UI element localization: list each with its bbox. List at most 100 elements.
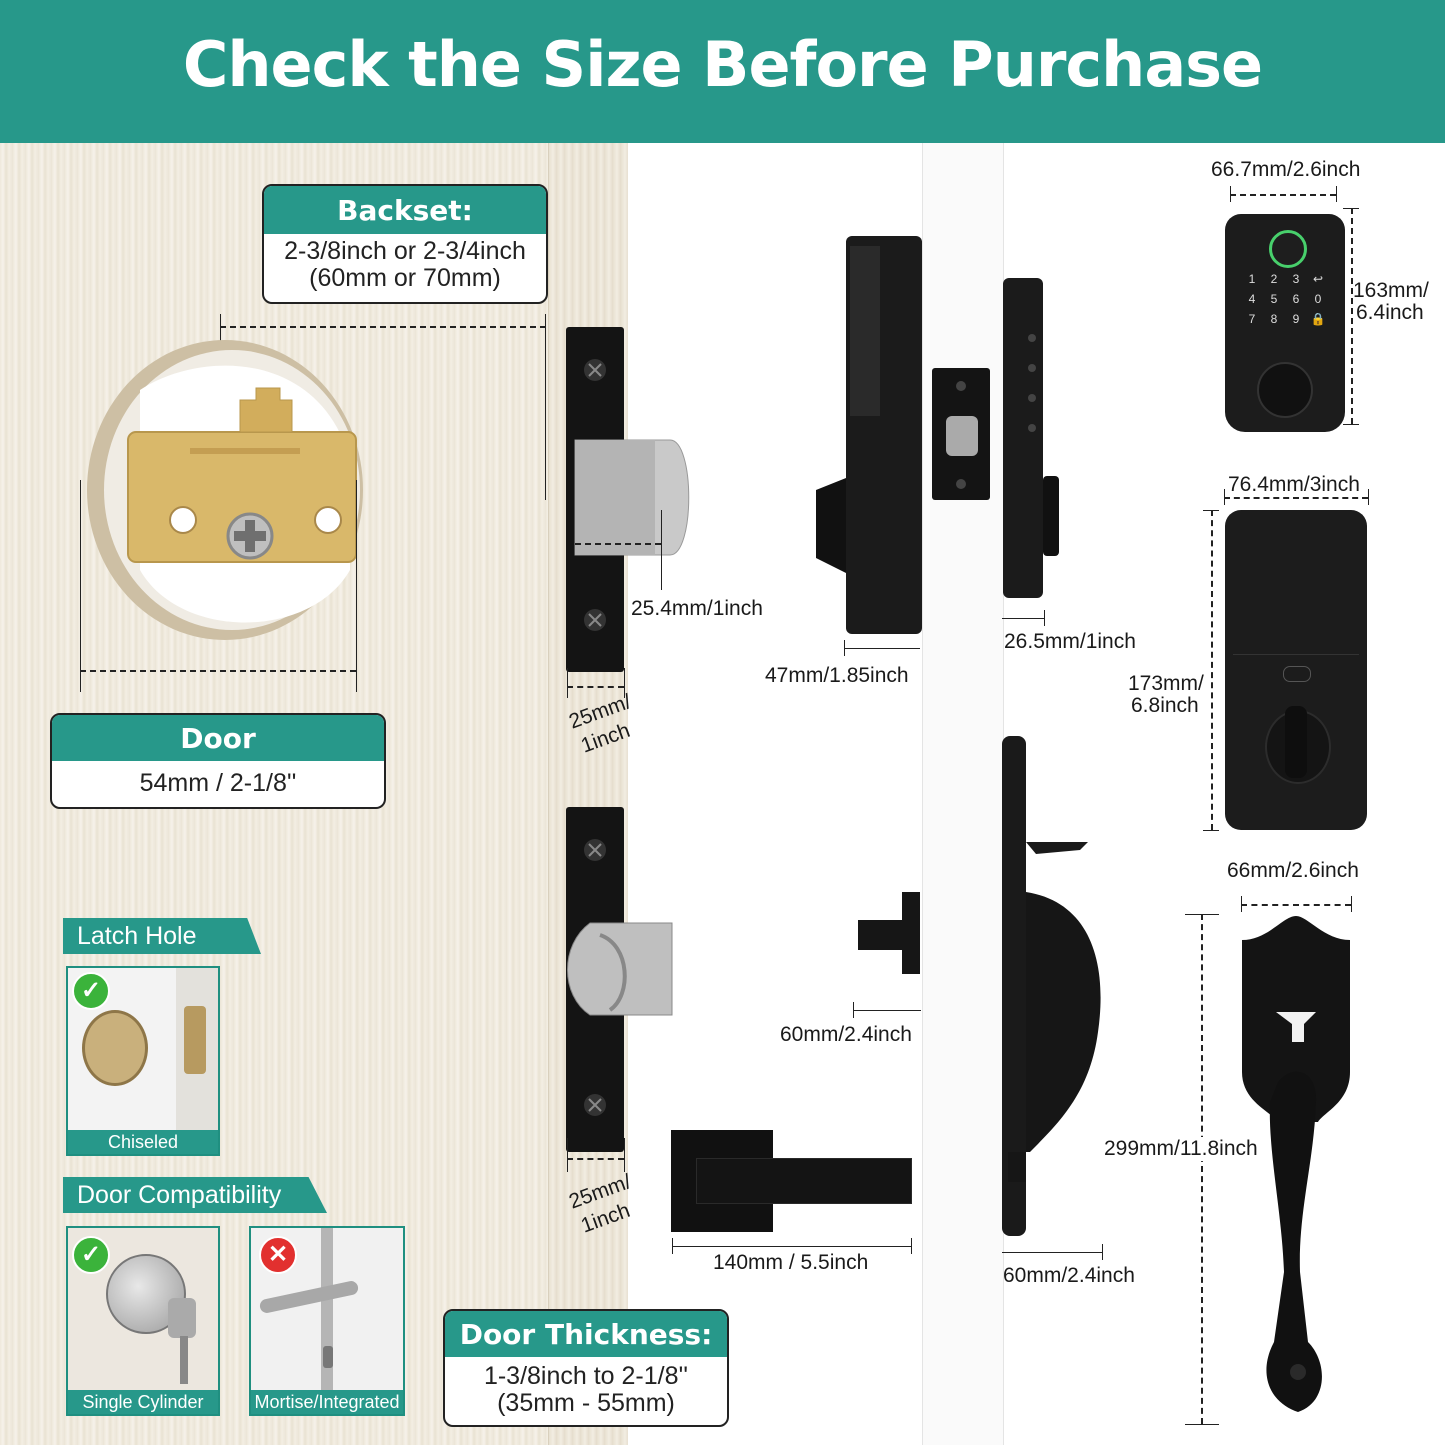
- keypad-height-tick-top: [1343, 208, 1359, 209]
- exterior-depth-line: [1002, 618, 1044, 619]
- door-thickness-line2: (35mm - 55mm): [497, 1389, 675, 1417]
- key-7[interactable]: 7: [1248, 312, 1256, 326]
- exterior-depth-label: 26.5mm/1inch: [1004, 630, 1136, 653]
- interior-height-label-1: 173mm/: [1128, 672, 1204, 695]
- handle-width-line: [1241, 904, 1351, 906]
- interior-depth-label: 47mm/1.85inch: [765, 664, 909, 687]
- bolt-tick: [661, 510, 662, 590]
- mortise-lever: [258, 1279, 360, 1315]
- interior-width-tick-left: [1224, 489, 1225, 505]
- hole-dim-line: [80, 670, 356, 672]
- knob-cylinder: [168, 1298, 196, 1338]
- plate2-tick-left: [567, 1138, 568, 1172]
- handle-side-view: [858, 736, 1101, 1236]
- backset-dim-line: [220, 326, 546, 328]
- lever-depth-label: 60mm/2.4inch: [780, 1023, 912, 1046]
- handle-height-label: 299mm/11.8inch: [1104, 1137, 1258, 1161]
- interior-height-tick-top: [1203, 510, 1219, 511]
- backset-line1: 2-3/8inch or 2-3/4inch: [284, 237, 526, 265]
- exterior-depth-tick: [1044, 610, 1045, 626]
- fingerprint-icon: [1269, 230, 1307, 268]
- battery-switch: [1283, 666, 1311, 682]
- mortise-caption: Mortise/Integrated: [251, 1390, 403, 1414]
- handle-width-tick-right: [1351, 896, 1352, 912]
- key-9[interactable]: 9: [1292, 312, 1300, 326]
- door-hole-title: Door Hole(Diameter):: [52, 715, 384, 803]
- interior-width-label: 76.4mm/3inch: [1228, 473, 1360, 496]
- plate1-tick-right: [624, 668, 625, 698]
- interior-height-label-2: 6.8inch: [1131, 694, 1199, 717]
- keypad-width-line: [1230, 194, 1336, 196]
- key-0[interactable]: 0: [1314, 292, 1322, 306]
- x-icon: ✕: [259, 1236, 297, 1274]
- keypad-width-tick-left: [1230, 186, 1231, 202]
- keypad-height-tick-bottom: [1343, 424, 1359, 425]
- header-banner: [0, 0, 1445, 143]
- interior-unit: [1225, 510, 1367, 830]
- backset-tick-right: [545, 314, 546, 500]
- door-cross-section: [922, 143, 1004, 1445]
- single-cylinder-thumb: ✓ Single Cylinder: [66, 1226, 220, 1416]
- backset-title: Backset:: [264, 186, 546, 234]
- plate1-dim-line: [567, 686, 624, 688]
- page-title: Check the Size Before Purchase: [182, 28, 1263, 101]
- key-back[interactable]: ↩: [1312, 272, 1324, 286]
- deadbolt-side-view: [816, 236, 1059, 634]
- keypad-device: 1 2 3 ↩ 4 5 6 0 7 8 9 🔒: [1225, 214, 1345, 432]
- mortise-keyhole: [323, 1346, 333, 1368]
- plate2-tick-right: [624, 1138, 625, 1172]
- handle-front: [1242, 916, 1350, 1412]
- latch-slot: [184, 1006, 206, 1074]
- bore-hole: [82, 1010, 148, 1086]
- handle-depth-tick: [1102, 1244, 1103, 1260]
- key-5[interactable]: 5: [1270, 292, 1278, 306]
- latch-hole-tag: Latch Hole: [63, 918, 261, 954]
- door-hole-card: Door Hole(Diameter): 54mm / 2-1/8'': [50, 713, 386, 809]
- backset-card: Backset: 2-3/8inch or 2-3/4inch (60mm or…: [262, 184, 548, 304]
- interior-height-line: [1211, 510, 1213, 830]
- door-hole-illustration: [87, 340, 363, 640]
- keypad-height-line: [1351, 208, 1353, 424]
- spring-latch: [566, 807, 673, 1152]
- lever-handle[interactable]: [696, 1158, 912, 1204]
- check-icon-2: ✓: [72, 1236, 110, 1274]
- interior-width-line: [1224, 497, 1368, 499]
- lever-depth-line: [853, 1010, 921, 1011]
- interior-depth-line: [844, 648, 920, 649]
- keypad-width-tick-right: [1336, 186, 1337, 202]
- key-8[interactable]: 8: [1270, 312, 1278, 326]
- interior-depth-tick: [844, 640, 845, 656]
- keyhole-cylinder: [1257, 362, 1313, 418]
- handle-width-label: 66mm/2.6inch: [1227, 859, 1359, 882]
- interior-width-tick-right: [1368, 489, 1369, 505]
- key-lock[interactable]: 🔒: [1310, 312, 1326, 326]
- keypad-width-label: 66.7mm/2.6inch: [1211, 158, 1361, 181]
- plate1-tick-left: [567, 668, 568, 698]
- key-4[interactable]: 4: [1248, 292, 1256, 306]
- deadbolt-latch: [566, 327, 690, 672]
- key-1[interactable]: 1: [1248, 272, 1256, 286]
- handle-width-tick-left: [1241, 896, 1242, 912]
- single-cylinder-caption: Single Cylinder: [68, 1390, 218, 1414]
- bolt-dim-line: [575, 543, 661, 545]
- handle-depth-label: 60mm/2.4inch: [1003, 1264, 1135, 1287]
- backset-line2: (60mm or 70mm): [309, 264, 501, 292]
- lever-length-label: 140mm / 5.5inch: [713, 1251, 869, 1274]
- lever-depth-tick: [853, 1002, 854, 1018]
- lever-length-tick-left: [672, 1238, 673, 1254]
- chiseled-caption: Chiseled: [68, 1130, 218, 1154]
- keypad-height-label-1: 163mm/: [1353, 279, 1429, 302]
- key-6[interactable]: 6: [1292, 292, 1300, 306]
- keypad-height-label-2: 6.4inch: [1356, 301, 1424, 324]
- handle-height-tick-bottom: [1185, 1424, 1219, 1425]
- key-3[interactable]: 3: [1292, 272, 1300, 286]
- door-hole-value: 54mm / 2-1/8'': [139, 769, 297, 797]
- thumb-turn[interactable]: [1285, 706, 1307, 778]
- mortise-thumb: ✕ Mortise/Integrated: [249, 1226, 405, 1416]
- key-2[interactable]: 2: [1270, 272, 1278, 286]
- key: [180, 1336, 188, 1384]
- handle-depth-line: [1002, 1252, 1102, 1253]
- bolt-length-label: 25.4mm/1inch: [631, 597, 763, 620]
- handle-height-tick-top: [1185, 914, 1219, 915]
- door-thickness-line1: 1-3/8inch to 2-1/8'': [483, 1362, 689, 1390]
